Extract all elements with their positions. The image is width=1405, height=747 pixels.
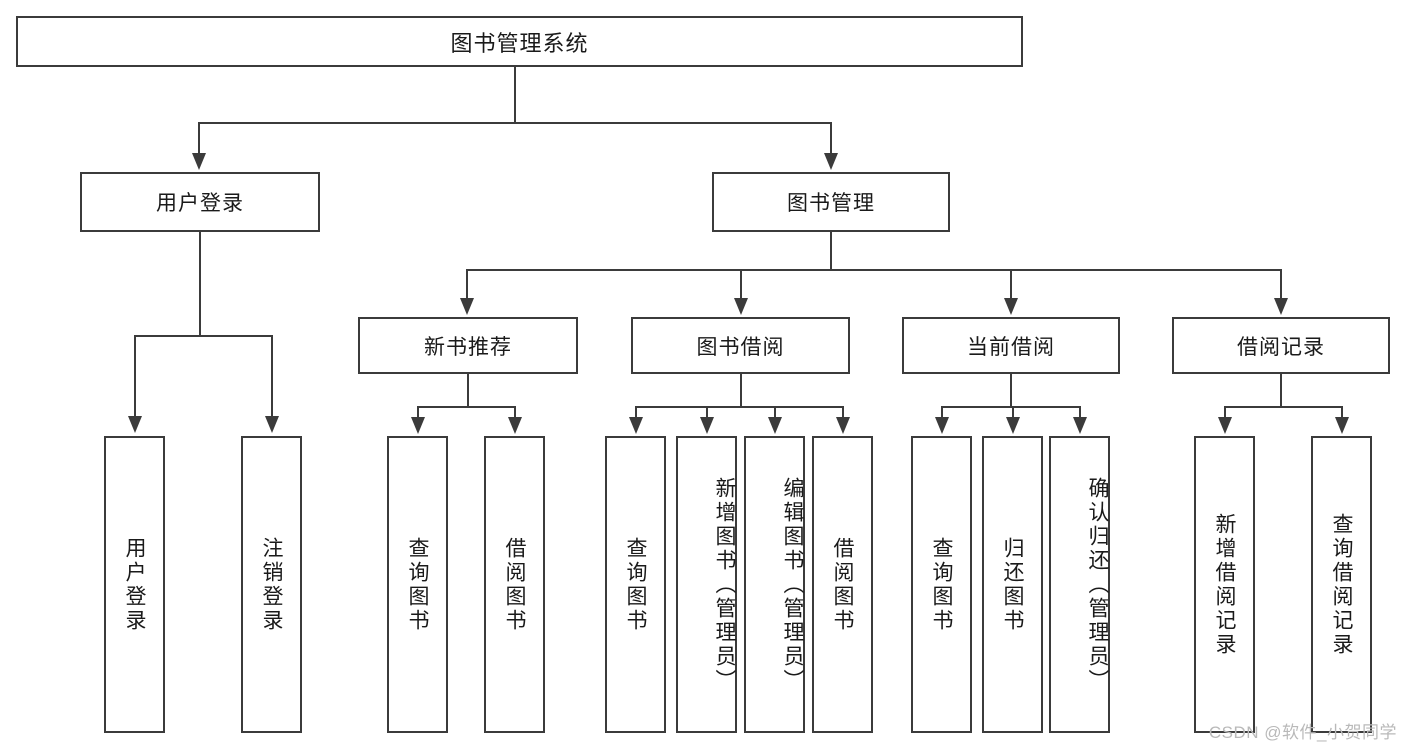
arrow-bm-to-borrow-record [1274,298,1288,315]
connector-book-borrow-to-leaf-1 [635,406,637,418]
node-book-management[interactable]: 图书管理 [712,172,950,232]
arrow-book-borrow-to-leaf-3 [768,417,782,434]
arrow-borrow-record-to-leaf-2 [1335,417,1349,434]
connector-root-bus [198,122,832,124]
node-book-borrow[interactable]: 图书借阅 [631,317,850,374]
node-user-login[interactable]: 用户登录 [80,172,320,232]
arrow-book-borrow-to-leaf-2 [700,417,714,434]
connector-borrow-record-to-leaf-1 [1224,406,1226,418]
connector-book-borrow-to-leaf-2 [706,406,708,418]
connector-user-login-stem [199,232,201,336]
leaf-book-borrow-borrow-books[interactable]: 借阅图书 [812,436,873,733]
connector-bm-to-current-borrow [1010,269,1012,299]
leaf-borrow-record-add-record[interactable]: 新增借阅记录 [1194,436,1255,733]
connector-current-borrow-to-leaf-3 [1079,406,1081,418]
leaf-book-borrow-edit-book-admin[interactable]: 编辑图书（管理员） [744,436,805,733]
leaf-book-borrow-query-books[interactable]: 查询图书 [605,436,666,733]
connector-root-to-book-management [830,122,832,155]
connector-current-borrow-bus [941,406,1080,408]
arrow-book-borrow-to-leaf-1 [629,417,643,434]
connector-bm-to-new-book [466,269,468,299]
connector-book-borrow-to-leaf-3 [774,406,776,418]
connector-user-login-to-leaf-1 [134,335,136,417]
node-root-book-management-system[interactable]: 图书管理系统 [16,16,1023,67]
connector-new-book-to-leaf-1 [417,406,419,418]
connector-current-borrow-stem [1010,374,1012,407]
connector-root-to-user-login [198,122,200,155]
leaf-book-borrow-add-book-admin[interactable]: 新增图书（管理员） [676,436,737,733]
leaf-current-borrow-return-books[interactable]: 归还图书 [982,436,1043,733]
arrow-root-to-user-login [192,153,206,170]
arrow-bm-to-book-borrow [734,298,748,315]
leaf-borrow-record-query-record[interactable]: 查询借阅记录 [1311,436,1372,733]
arrow-bm-to-current-borrow [1004,298,1018,315]
watermark-text: CSDN @软件_小贺同学 [1208,723,1397,742]
arrow-current-borrow-to-leaf-2 [1006,417,1020,434]
leaf-current-borrow-confirm-return-admin[interactable]: 确认归还（管理员） [1049,436,1110,733]
connector-new-book-to-leaf-2 [514,406,516,418]
node-borrow-record[interactable]: 借阅记录 [1172,317,1390,374]
arrow-new-book-to-leaf-1 [411,417,425,434]
connector-borrow-record-stem [1280,374,1282,407]
arrow-user-login-to-leaf-1 [128,416,142,433]
connector-bm-to-borrow-record [1280,269,1282,299]
leaf-user-login-login[interactable]: 用户登录 [104,436,165,733]
connector-new-book-stem [467,374,469,407]
connector-borrow-record-bus [1224,406,1342,408]
arrow-user-login-to-leaf-2 [265,416,279,433]
connector-book-borrow-to-leaf-4 [842,406,844,418]
connector-bm-to-book-borrow [740,269,742,299]
connector-current-borrow-to-leaf-2 [1012,406,1014,418]
connector-borrow-record-to-leaf-2 [1341,406,1343,418]
connector-book-management-stem [830,232,832,271]
leaf-user-login-logout[interactable]: 注销登录 [241,436,302,733]
connector-new-book-bus [417,406,515,408]
arrow-bm-to-new-book [460,298,474,315]
arrow-new-book-to-leaf-2 [508,417,522,434]
connector-book-borrow-stem [740,374,742,407]
node-current-borrow[interactable]: 当前借阅 [902,317,1120,374]
node-new-book-recommend[interactable]: 新书推荐 [358,317,578,374]
connector-user-login-to-leaf-2 [271,335,273,417]
leaf-new-book-query-books[interactable]: 查询图书 [387,436,448,733]
arrow-book-borrow-to-leaf-4 [836,417,850,434]
connector-root-stem [514,67,516,123]
arrow-current-borrow-to-leaf-3 [1073,417,1087,434]
arrow-borrow-record-to-leaf-1 [1218,417,1232,434]
connector-book-management-bus [466,269,1280,271]
connector-book-borrow-bus [635,406,843,408]
arrow-current-borrow-to-leaf-1 [935,417,949,434]
connector-user-login-bus [134,335,271,337]
connector-current-borrow-to-leaf-1 [941,406,943,418]
leaf-current-borrow-query-books[interactable]: 查询图书 [911,436,972,733]
arrow-root-to-book-management [824,153,838,170]
leaf-new-book-borrow-books[interactable]: 借阅图书 [484,436,545,733]
